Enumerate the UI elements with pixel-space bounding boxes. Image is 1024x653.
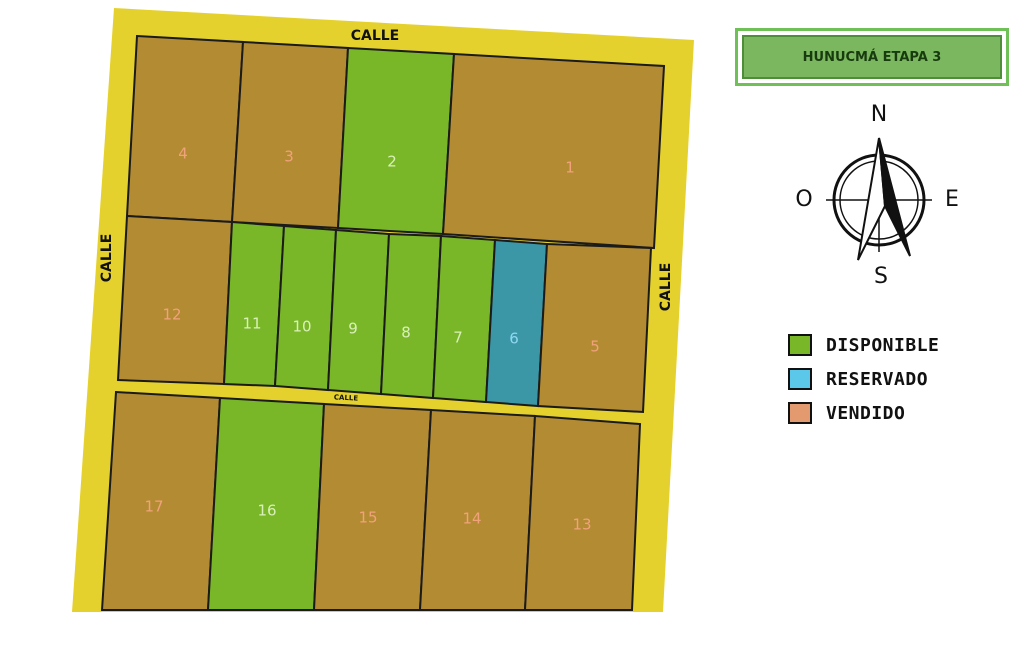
lot-11[interactable] [222, 220, 286, 388]
lot-10[interactable] [273, 224, 338, 392]
compass-west-label: O [795, 187, 812, 212]
title-banner: HUNUCMÁ ETAPA 3 [735, 28, 1009, 86]
lot-8[interactable] [379, 232, 443, 400]
subdivision-map: 4 3 2 1 12 11 10 9 8 7 6 5 17 16 15 14 1… [72, 8, 694, 612]
legend-item-available: DISPONIBLE [788, 328, 939, 362]
legend-swatch [788, 334, 812, 356]
legend-swatch [788, 402, 812, 424]
compass-north-label: N [871, 102, 887, 127]
lot-13[interactable] [523, 414, 642, 611]
lot-number: 17 [144, 498, 163, 516]
lot-number: 9 [348, 320, 358, 338]
lot-number: 14 [462, 510, 481, 528]
street-label-top: CALLE [351, 28, 400, 44]
lot-12[interactable] [116, 214, 234, 386]
lot-number: 12 [162, 306, 181, 324]
lot-number: 4 [178, 145, 188, 163]
legend-label: DISPONIBLE [826, 334, 940, 356]
lot-number: 11 [242, 315, 261, 333]
lot-number: 1 [565, 159, 575, 177]
compass-south-label: S [874, 264, 888, 289]
lot-4[interactable] [125, 34, 245, 224]
lot-2[interactable] [336, 46, 456, 236]
lot-7[interactable] [431, 234, 497, 404]
legend-item-sold: VENDIDO [788, 396, 939, 430]
lot-number: 6 [509, 330, 519, 348]
street-label-right: CALLE [658, 263, 674, 312]
lot-5[interactable] [536, 242, 653, 414]
lot-number: 15 [358, 509, 377, 527]
lot-number: 8 [401, 324, 411, 342]
lot-number: 10 [292, 318, 311, 336]
legend-swatch [788, 368, 812, 390]
lot-number: 3 [284, 148, 294, 166]
legend-label: RESERVADO [826, 368, 929, 390]
legend: DISPONIBLE RESERVADO VENDIDO [788, 328, 939, 430]
lot-number: 5 [590, 338, 600, 356]
street-label-middle: CALLE [334, 393, 359, 402]
compass-rose-icon: N S E O [795, 102, 959, 289]
legend-item-reserved: RESERVADO [788, 362, 939, 396]
lot-number: 13 [572, 516, 591, 534]
lot-number: 16 [257, 502, 276, 520]
map-title: HUNUCMÁ ETAPA 3 [742, 35, 1002, 79]
lot-number: 2 [387, 153, 397, 171]
lot-15[interactable] [312, 402, 433, 611]
street-label-left: CALLE [99, 234, 115, 283]
lot-number: 7 [453, 329, 463, 347]
compass-east-label: E [945, 187, 959, 212]
lot-3[interactable] [230, 40, 350, 230]
lot-9[interactable] [326, 228, 391, 396]
legend-label: VENDIDO [826, 402, 906, 424]
lot-1[interactable] [441, 52, 666, 250]
lot-6[interactable] [484, 238, 549, 408]
